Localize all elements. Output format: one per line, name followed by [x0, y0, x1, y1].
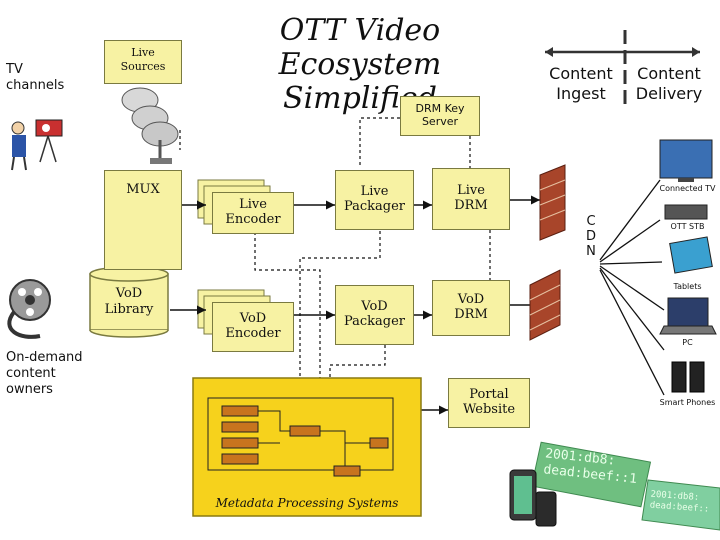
vod-encoder-box: VoD Encoder	[212, 302, 294, 352]
ipv6-tiles	[509, 441, 720, 531]
tv-channels-label: TV channels	[6, 62, 86, 94]
device-label-connected-tv: Connected TV	[659, 184, 716, 193]
device-label-smart-phones: Smart Phones	[659, 398, 716, 407]
cdn-letter-d: D	[585, 229, 596, 244]
portal-line-1: Portal	[469, 387, 509, 403]
vod-library-line-2: Library	[104, 302, 154, 317]
content-ingest-label: Content Ingest	[540, 64, 622, 104]
tv-channels-line-2: channels	[6, 78, 65, 93]
mux-label: MUX	[126, 182, 160, 197]
live-encoder-line-1: Live	[239, 197, 267, 213]
live-packager-box: Live Packager	[335, 170, 414, 230]
on-demand-line-3: owners	[6, 382, 53, 397]
portal-website-box[interactable]: Portal Website	[448, 378, 530, 428]
ott-stb-icon	[664, 204, 708, 220]
on-demand-line-2: content	[6, 366, 56, 381]
device-label-tablets: Tablets	[673, 282, 702, 291]
smart-phones-icon	[671, 361, 705, 393]
live-drm-line-1: Live	[457, 183, 485, 199]
vod-library-label: VoD Library	[90, 286, 168, 318]
device-label-pc: PC	[682, 338, 693, 347]
satellite-dish-icon	[121, 87, 179, 164]
ingest-line-2: Ingest	[556, 84, 606, 103]
film-reel-icon	[7, 279, 51, 339]
dashed-connectors	[179, 117, 491, 380]
vod-drm-line-1: VoD	[457, 292, 485, 308]
vod-encoder-line-2: Encoder	[225, 326, 281, 341]
mux-box: MUX	[104, 170, 182, 270]
ingest-delivery-divider	[545, 30, 700, 110]
title-line-1: OTT Video Ecosystem	[278, 13, 442, 82]
ingest-line-1: Content	[549, 64, 613, 83]
cdn-letter-c: C	[586, 214, 596, 229]
content-delivery-label: Content Delivery	[628, 64, 710, 104]
tv-camera-icon	[11, 119, 63, 171]
tablet-icon	[669, 236, 713, 274]
vod-drm-line-2: DRM	[454, 307, 488, 322]
on-demand-owners-label: On-demand content owners	[6, 350, 96, 398]
on-demand-line-1: On-demand	[6, 350, 83, 365]
firewall-vod-icon	[529, 269, 561, 341]
cdn-label: C D N	[580, 214, 602, 259]
metadata-inner-diagram	[207, 397, 394, 477]
live-encoder-box: Live Encoder	[212, 192, 294, 234]
delivery-line-2: Delivery	[635, 84, 703, 103]
live-sources-line-2: Sources	[120, 60, 166, 73]
vod-library-cylinder	[89, 266, 169, 338]
vod-packager-line-2: Packager	[343, 314, 406, 329]
live-packager-line-1: Live	[360, 184, 389, 200]
vod-drm-box: VoD DRM	[432, 280, 510, 336]
cdn-band	[578, 185, 604, 270]
live-drm-line-2: DRM	[454, 198, 488, 213]
live-drm-box: Live DRM	[432, 168, 510, 230]
live-sources-label: Live Sources	[104, 46, 182, 74]
tv-channels-line-1: TV	[6, 62, 23, 77]
metadata-processing-label: Metadata Processing Systems	[215, 496, 399, 510]
live-packager-line-2: Packager	[343, 199, 406, 214]
drm-key-line-1: DRM Key	[415, 102, 465, 116]
cdn-fanout	[599, 179, 665, 396]
pc-icon	[659, 297, 717, 335]
live-sources-line-1: Live	[131, 46, 155, 59]
vod-library-line-1: VoD	[115, 286, 143, 301]
device-label-ott-stb: OTT STB	[670, 222, 705, 231]
vod-packager-line-1: VoD	[361, 299, 388, 315]
live-encoder-line-2: Encoder	[225, 212, 281, 227]
connected-tv-icon	[659, 139, 713, 182]
delivery-line-1: Content	[637, 64, 701, 83]
portal-line-2: Website	[462, 402, 516, 417]
vod-packager-box: VoD Packager	[335, 285, 414, 345]
vod-encoder-line-1: VoD	[239, 311, 267, 327]
cdn-letter-n: N	[586, 244, 596, 259]
firewall-live-icon	[539, 164, 566, 241]
drm-key-line-2: Server	[421, 115, 459, 128]
drm-key-server-box: DRM Key Server	[400, 96, 480, 136]
